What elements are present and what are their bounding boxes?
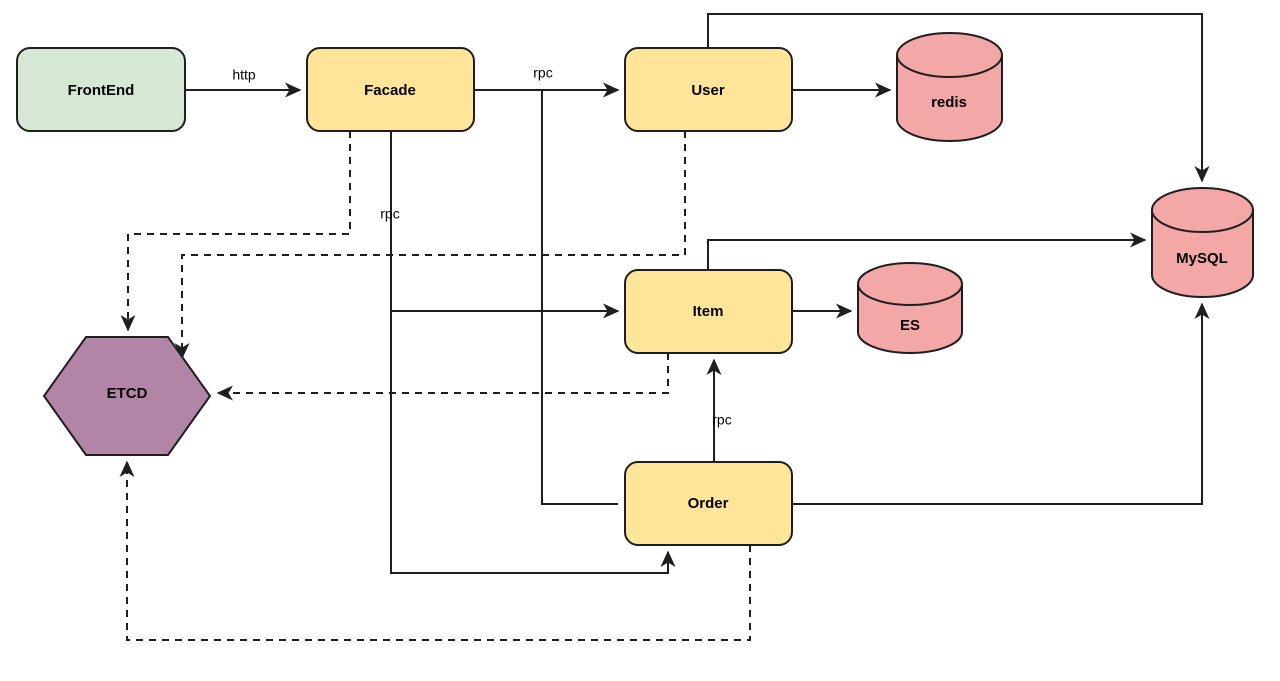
node-label-order: Order: [688, 495, 729, 512]
edge-label-rpc-order: rpc: [712, 412, 731, 428]
node-label-frontend: FrontEnd: [68, 82, 135, 99]
node-frontend[interactable]: FrontEnd: [16, 47, 186, 132]
node-order[interactable]: Order: [624, 461, 793, 546]
edge-label-rpc-item: rpc: [380, 206, 399, 222]
node-label-mysql: MySQL: [1176, 250, 1228, 267]
edge-label-rpc-user: rpc: [533, 65, 552, 81]
edge-label-http: http: [232, 67, 256, 83]
edge-user-to-mysql: [707, 13, 1210, 183]
edge-facade-to-user: rpc: [474, 65, 620, 98]
node-etcd[interactable]: ETCD: [42, 336, 212, 456]
edge-order-to-item: rpc: [706, 358, 732, 462]
node-label-etcd: ETCD: [107, 385, 148, 402]
edge-item-to-mysql: [707, 232, 1147, 270]
node-facade[interactable]: Facade: [306, 47, 475, 132]
node-es[interactable]: ES: [857, 262, 963, 354]
node-user[interactable]: User: [624, 47, 793, 132]
edge-item-to-etcd: [216, 353, 669, 401]
node-label-item: Item: [693, 303, 724, 320]
node-label-user: User: [691, 82, 725, 99]
node-item[interactable]: Item: [624, 269, 793, 354]
edge-order-to-mysql: [792, 302, 1210, 505]
node-label-facade: Facade: [364, 82, 416, 99]
node-label-redis: redis: [931, 94, 967, 111]
edge-facade-to-etcd: [120, 131, 351, 332]
edge-facade-to-order-left: [541, 90, 618, 505]
edge-frontend-to-facade: http: [185, 67, 302, 98]
edge-order-to-etcd: [119, 460, 751, 641]
node-mysql[interactable]: MySQL: [1151, 187, 1254, 298]
edge-user-to-etcd: [174, 131, 686, 360]
node-redis[interactable]: redis: [896, 32, 1003, 142]
edge-facade-to-order-bottom: [390, 311, 676, 574]
edge-facade-to-item: rpc: [380, 131, 620, 319]
node-label-es: ES: [900, 317, 920, 334]
